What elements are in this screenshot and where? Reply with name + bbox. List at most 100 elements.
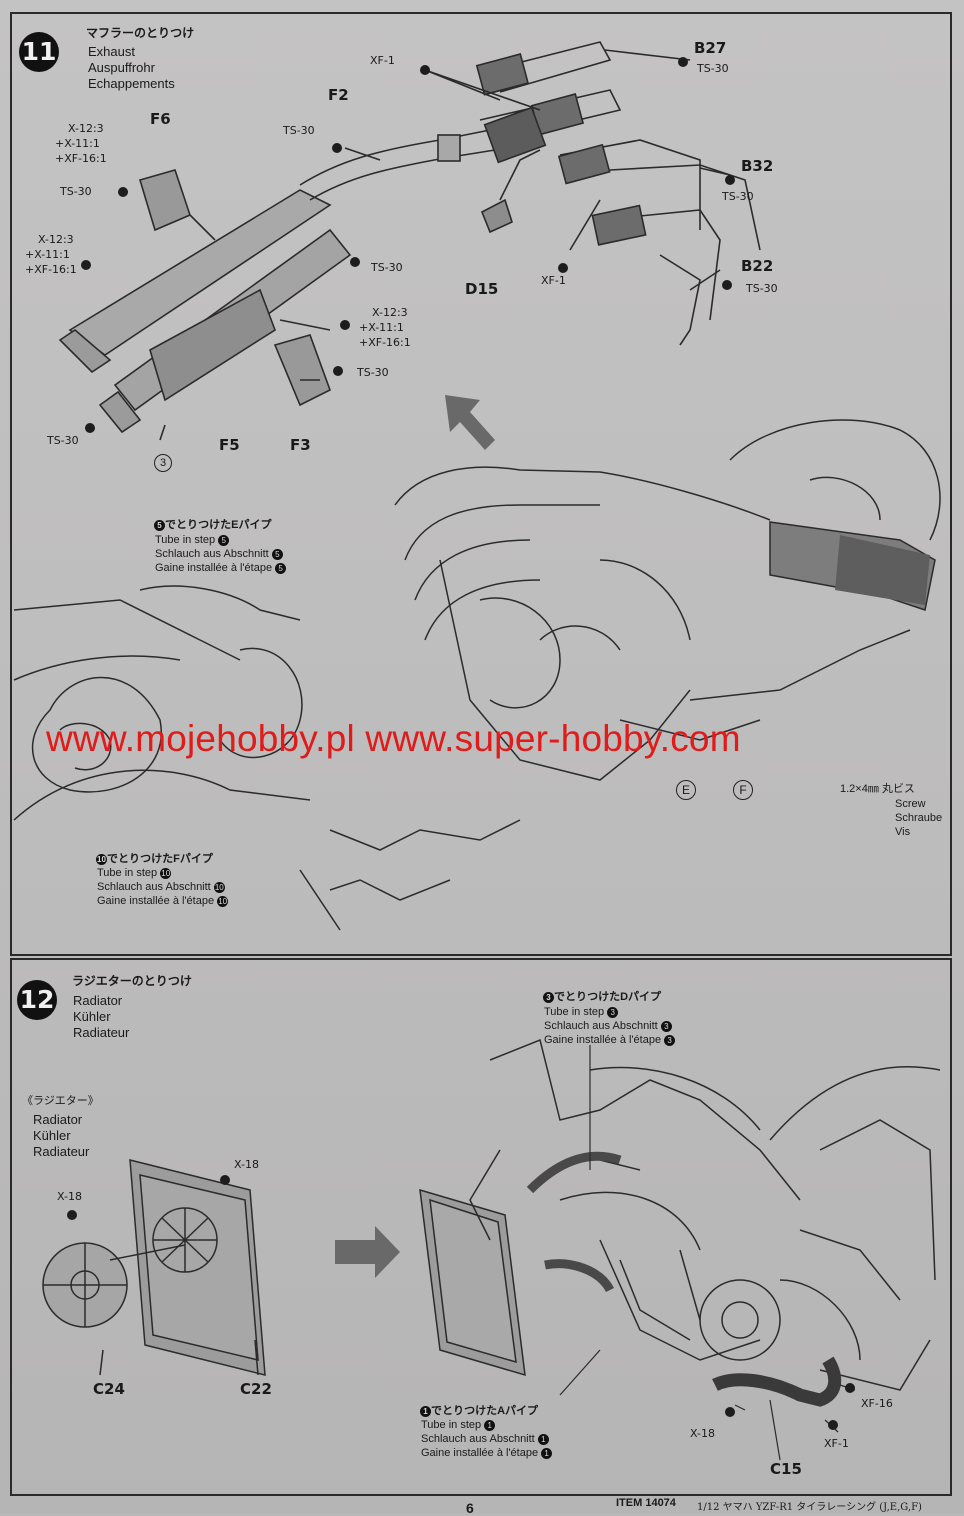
note-a-en-ref: 1 <box>484 1419 496 1431</box>
label-ts30-f3: TS-30 <box>357 366 389 379</box>
label-c22: C22 <box>240 1380 272 1398</box>
page-number: 6 <box>466 1500 474 1516</box>
step-11-title-jp: マフラーのとりつけ <box>86 26 195 40</box>
note-d-en: Tube in step 3 <box>544 1005 619 1019</box>
label-sc3-c: +XF-16:1 <box>359 336 411 349</box>
step-11-panel <box>10 12 952 956</box>
radiator-sub-de: Kühler <box>33 1128 71 1143</box>
label-xf16: XF-16 <box>861 1397 893 1410</box>
label-circle-3: 3 <box>154 454 172 472</box>
note-d-fr: Gaine installée à l'étape 3 <box>544 1033 676 1047</box>
label-sc3-b: +X-11:1 <box>359 321 404 334</box>
note-d-ref: 3 <box>543 991 554 1003</box>
screw-de: Schraube <box>895 812 943 824</box>
label-sc1-c: +XF-16:1 <box>55 152 107 165</box>
label-b32: B32 <box>741 157 774 175</box>
note-a-fr-text: Gaine installée à l'étape <box>421 1447 539 1459</box>
label-x18-left: X-18 <box>57 1190 82 1203</box>
label-f3: F3 <box>290 436 311 454</box>
note-e-en-text: Tube in step <box>155 534 216 546</box>
note-a-de: Schlauch aus Abschnitt 1 <box>421 1432 549 1446</box>
screw-size: 1.2×4㎜ 丸ビス <box>840 783 915 795</box>
step-12-panel <box>10 958 952 1496</box>
label-ts30-left: TS-30 <box>47 434 79 447</box>
footer-item: ITEM 14074 <box>616 1497 676 1509</box>
note-a-de-text: Schlauch aus Abschnitt <box>421 1433 535 1445</box>
note-f-en-ref: 10 <box>160 867 172 879</box>
note-d-de: Schlauch aus Abschnitt 3 <box>544 1019 672 1033</box>
note-f-header: 10でとりつけたFパイプ <box>96 850 213 866</box>
note-f-de-ref: 10 <box>213 881 225 893</box>
step-12-title-fr: Radiateur <box>73 1025 130 1040</box>
step-11-title-fr: Echappements <box>88 76 175 91</box>
note-f-fr: Gaine installée à l'étape 10 <box>97 894 229 908</box>
label-sc1-b: +X-11:1 <box>55 137 100 150</box>
label-f6: F6 <box>150 110 171 128</box>
note-f-de: Schlauch aus Abschnitt 10 <box>97 880 225 894</box>
label-ts30-mid: TS-30 <box>371 261 403 274</box>
note-f-de-text: Schlauch aus Abschnitt <box>97 881 211 893</box>
label-e: E <box>676 780 696 800</box>
note-a-jp: でとりつけたAパイプ <box>431 1405 539 1417</box>
label-ts30-f6: TS-30 <box>60 185 92 198</box>
step-11-title-de: Auspuffrohr <box>88 60 155 75</box>
label-sc3-a: X-12:3 <box>372 306 408 319</box>
label-f: F <box>733 780 753 800</box>
note-f-ref: 10 <box>96 853 107 865</box>
note-e-ref: 5 <box>154 519 165 531</box>
label-c15: C15 <box>770 1460 802 1478</box>
note-f-jp: でとりつけたFパイプ <box>107 853 213 865</box>
note-e-de: Schlauch aus Abschnitt 5 <box>155 547 283 561</box>
label-sc2-c: +XF-16:1 <box>25 263 77 276</box>
note-a-de-ref: 1 <box>537 1433 549 1445</box>
note-a-ref: 1 <box>420 1405 431 1417</box>
note-d-fr-text: Gaine installée à l'étape <box>544 1034 662 1046</box>
note-e-fr-ref: 5 <box>275 562 287 574</box>
note-d-jp: でとりつけたDパイプ <box>554 991 662 1003</box>
note-f-en-text: Tube in step <box>97 867 158 879</box>
label-xf1-top: XF-1 <box>370 54 395 67</box>
note-e-de-ref: 5 <box>271 548 283 560</box>
label-xf1-bottom: XF-1 <box>541 274 566 287</box>
label-ts30-b32: TS-30 <box>722 190 754 203</box>
note-f-en: Tube in step 10 <box>97 866 172 880</box>
label-ts30-b22: TS-30 <box>746 282 778 295</box>
label-x18-right: X-18 <box>690 1427 715 1440</box>
note-d-de-text: Schlauch aus Abschnitt <box>544 1020 658 1032</box>
label-sc2-a: X-12:3 <box>38 233 74 246</box>
label-f2: F2 <box>328 86 349 104</box>
screw-en: Screw <box>895 798 926 810</box>
note-e-jp: でとりつけたEパイプ <box>165 519 272 531</box>
watermark-text: www.mojehobby.pl www.super-hobby.com <box>46 718 741 759</box>
radiator-sub-fr: Radiateur <box>33 1144 90 1159</box>
note-d-en-text: Tube in step <box>544 1006 605 1018</box>
label-b27: B27 <box>694 39 727 57</box>
note-e-fr: Gaine installée à l'étape 5 <box>155 561 287 575</box>
step-12-title-en: Radiator <box>73 993 123 1008</box>
note-f-fr-ref: 10 <box>217 895 229 907</box>
label-f5: F5 <box>219 436 240 454</box>
radiator-sub-en: Radiator <box>33 1112 83 1127</box>
note-a-en-text: Tube in step <box>421 1419 482 1431</box>
label-ts30-b27: TS-30 <box>697 62 729 75</box>
label-sc1-a: X-12:3 <box>68 122 104 135</box>
note-e-en-ref: 5 <box>218 534 230 546</box>
screw-fr: Vis <box>895 826 911 838</box>
note-a-fr: Gaine installée à l'étape 1 <box>421 1446 553 1460</box>
note-e-de-text: Schlauch aus Abschnitt <box>155 548 269 560</box>
label-c24: C24 <box>93 1380 125 1398</box>
note-f-fr-text: Gaine installée à l'étape <box>97 895 215 907</box>
step-12-number: 12 <box>17 980 57 1020</box>
radiator-sub-jp: 《ラジエター》 <box>22 1095 99 1107</box>
step-12-title-jp: ラジエターのとりつけ <box>72 974 192 988</box>
label-d15: D15 <box>465 280 499 298</box>
label-xf1: XF-1 <box>824 1437 849 1450</box>
step-11-title-en: Exhaust <box>88 44 135 59</box>
step-12-title-de: Kühler <box>73 1009 111 1024</box>
footer-product: 1/12 ヤマハ YZF-R1 タイラレーシング (J,E,G,F) <box>697 1502 922 1513</box>
